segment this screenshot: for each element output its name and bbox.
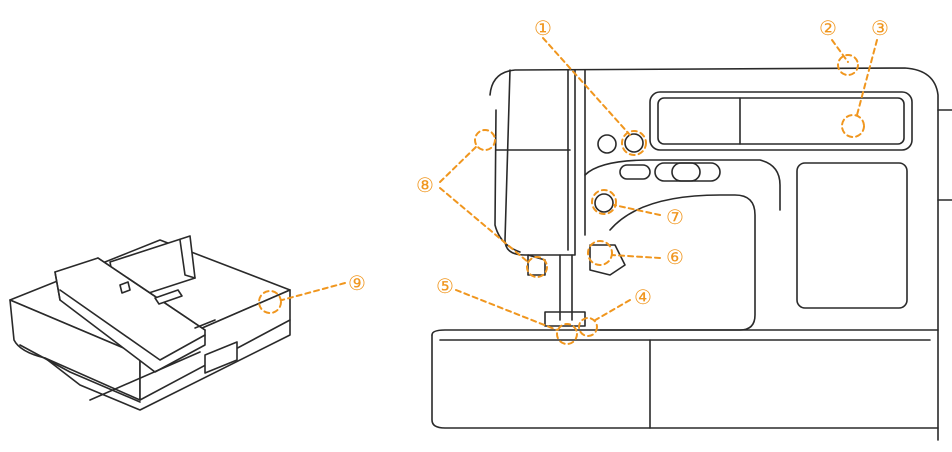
callout-leader-4	[591, 299, 631, 323]
callout-target-3	[841, 114, 865, 138]
sewing-machine	[431, 67, 952, 441]
callout-target-9	[258, 290, 282, 314]
callout-target-5	[556, 323, 578, 345]
callout-leader-5	[455, 289, 558, 331]
callout-number-8: ⑧	[416, 173, 434, 197]
callout-target-8a	[474, 129, 496, 151]
callout-leader-9	[281, 282, 346, 301]
callout-target-8b	[526, 256, 548, 278]
callout-target-1	[621, 130, 647, 156]
callout-number-1: ①	[534, 16, 552, 40]
callout-leader-7	[613, 204, 661, 216]
callout-number-2: ②	[819, 16, 837, 40]
callout-number-7: ⑦	[666, 205, 684, 229]
callout-leader-1	[542, 37, 631, 136]
callout-target-7	[591, 189, 617, 215]
callout-target-2	[837, 54, 859, 76]
callout-number-5: ⑤	[436, 274, 454, 298]
callout-number-9: ⑨	[348, 271, 366, 295]
callout-leader-8b	[439, 187, 529, 263]
callout-number-3: ③	[871, 16, 889, 40]
callout-leaders	[258, 37, 878, 345]
callout-number-4: ④	[634, 285, 652, 309]
callout-leader-3	[856, 39, 878, 116]
embroidery-unit	[9, 235, 291, 411]
callout-target-4	[578, 317, 598, 337]
callout-leader-6	[611, 254, 661, 259]
callout-leader-2	[831, 39, 849, 63]
callout-leader-8a	[439, 144, 479, 183]
callout-target-6	[587, 240, 613, 266]
callout-number-6: ⑥	[666, 245, 684, 269]
